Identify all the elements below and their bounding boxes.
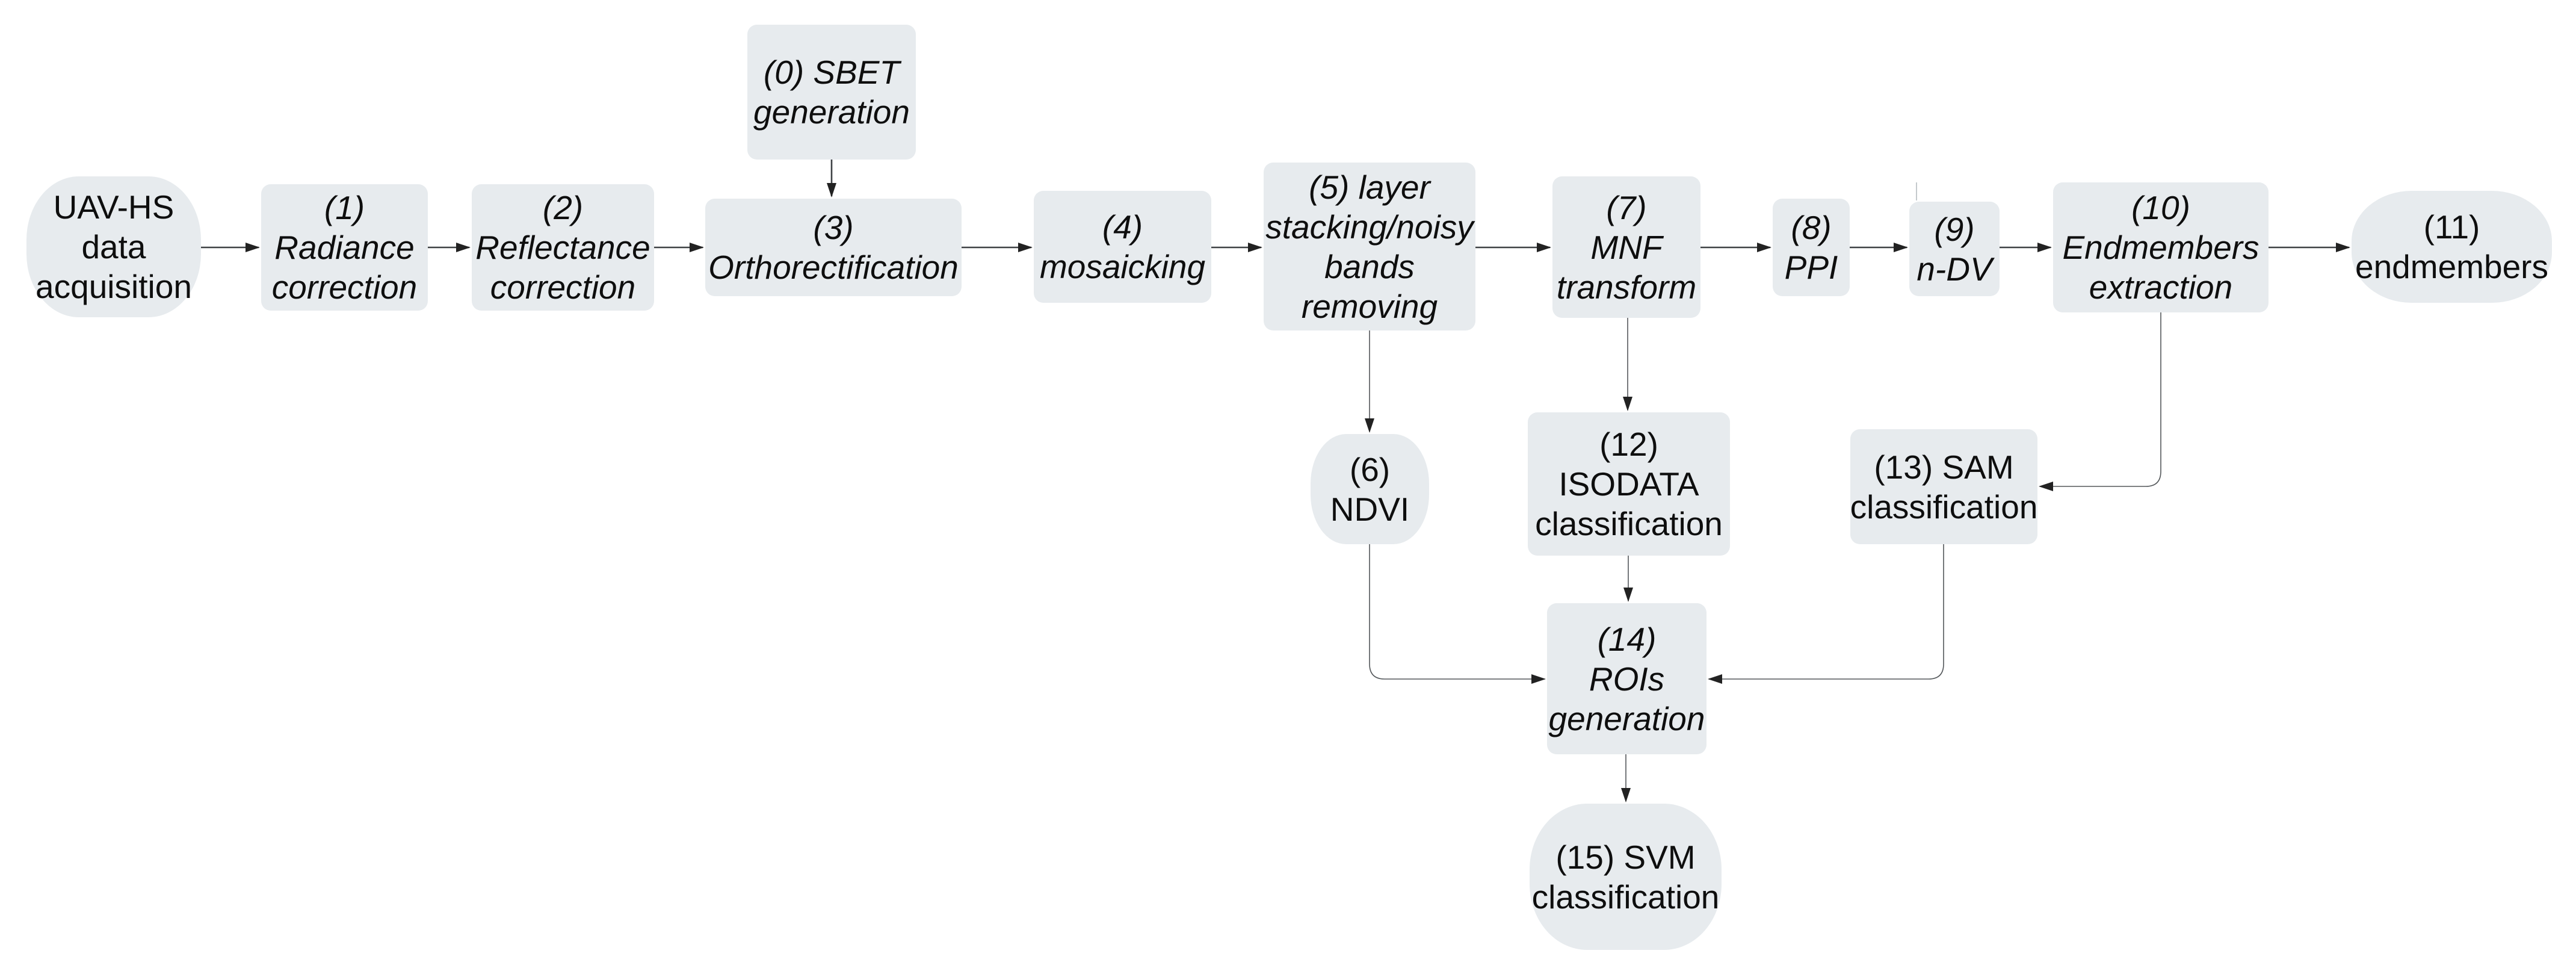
node-7-mnf-transform: (7) MNF transform bbox=[1552, 176, 1700, 318]
node-13-sam-classification: (13) SAM classification bbox=[1850, 429, 2037, 544]
node-5-layer-stacking-noisy-bands-removing: (5) layer stacking/noisy bands removing bbox=[1264, 163, 1475, 330]
edge-10-to-13 bbox=[2039, 312, 2161, 491]
node-10-endmembers-extraction: (10) Endmembers extraction bbox=[2053, 182, 2269, 312]
node-2-reflectance-correction: (2) Reflectance correction bbox=[472, 184, 654, 311]
node-4-mosaicking: (4) mosaicking bbox=[1034, 191, 1211, 303]
node-uav-hs-data-acquisition: UAV-HS data acquisition bbox=[26, 176, 201, 317]
node-6-ndvi: (6) NDVI bbox=[1311, 434, 1429, 544]
node-1-radiance-correction: (1) Radiance correction bbox=[261, 184, 428, 311]
node-14-rois-generation: (14) ROIs generation bbox=[1547, 603, 1707, 754]
node-12-isodata-classification: (12) ISODATA classification bbox=[1528, 412, 1730, 556]
node-11-endmembers: (11) endmembers bbox=[2352, 191, 2552, 303]
node-3-orthorectification: (3) Orthorectification bbox=[705, 199, 962, 296]
edge-6-to-14 bbox=[1369, 544, 1546, 684]
node-15-svm-classification: (15) SVM classification bbox=[1530, 804, 1722, 950]
edge-13-to-14 bbox=[1708, 544, 1944, 684]
node-0-sbet-generation: (0) SBET generation bbox=[747, 25, 916, 160]
node-9-n-dv: (9) n-DV bbox=[1909, 202, 2000, 296]
node-8-ppi: (8) PPI bbox=[1773, 199, 1850, 296]
